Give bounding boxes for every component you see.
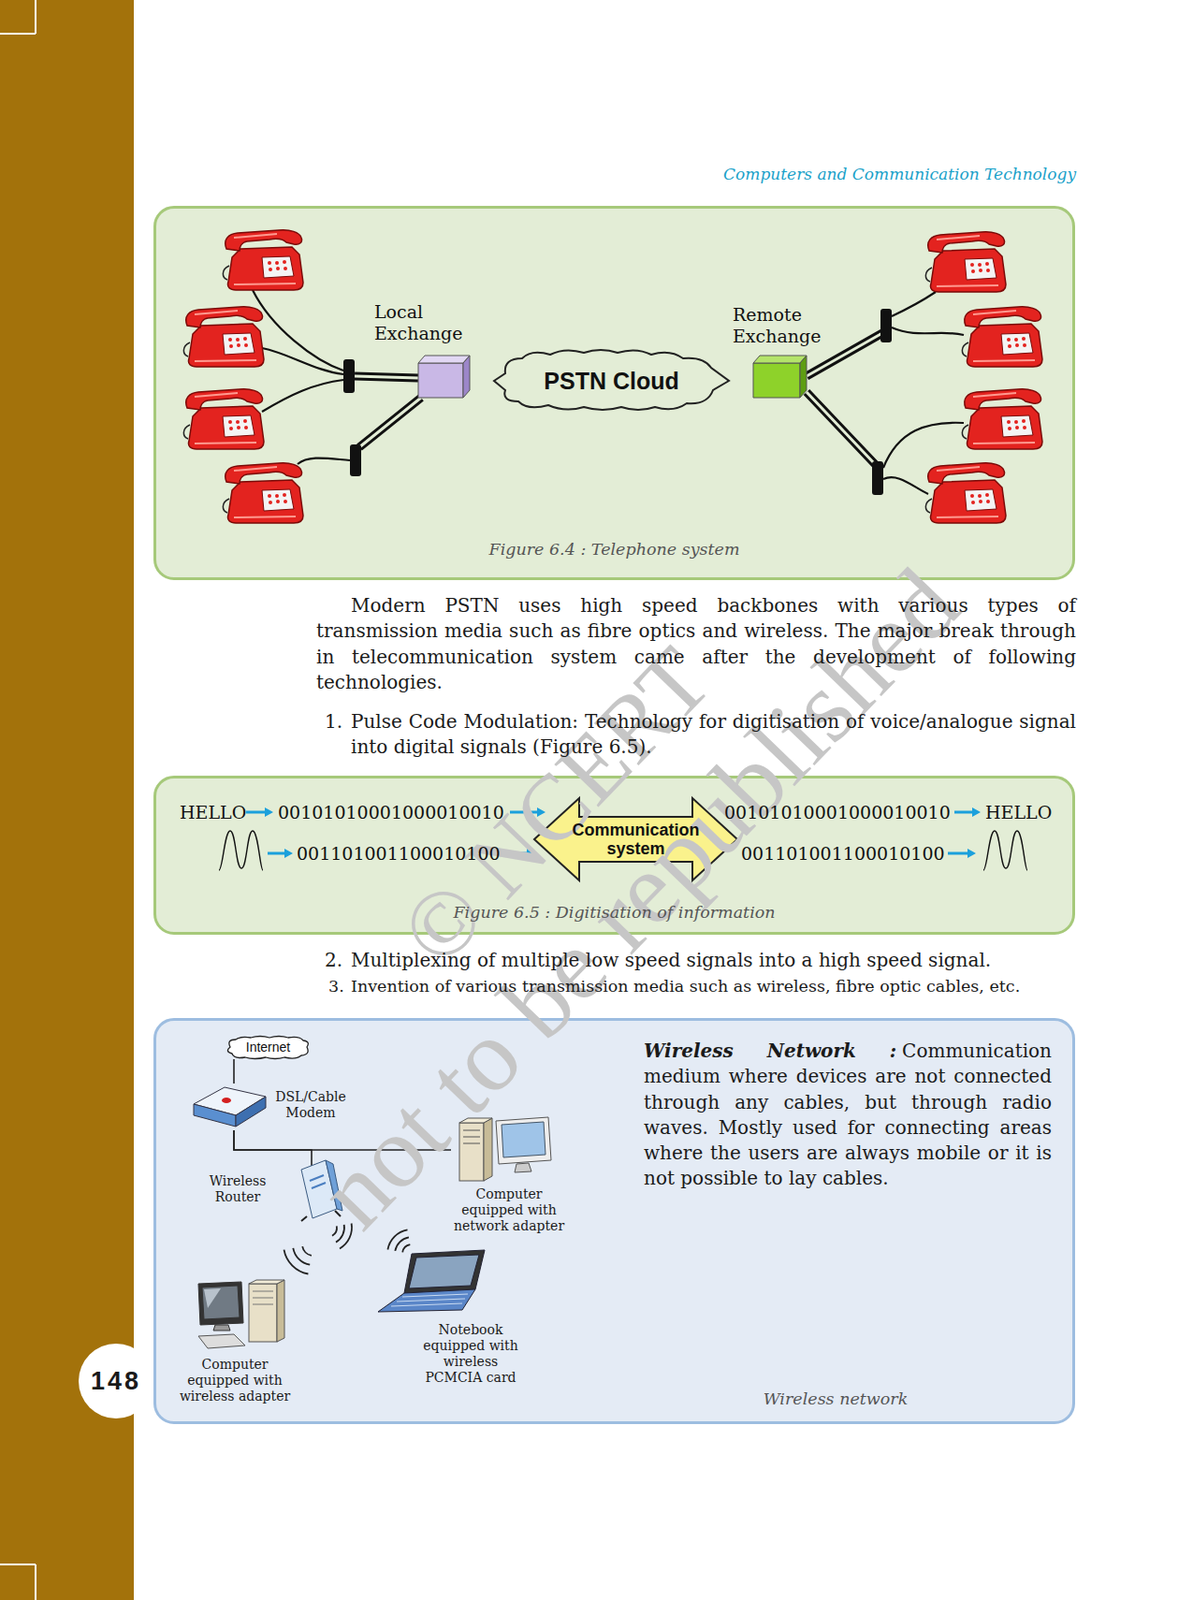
- crop-mark: [0, 0, 36, 1600]
- message-text: HELLO: [985, 800, 1052, 824]
- analogue-wave: [218, 830, 1028, 871]
- definition-term: Wireless Network :: [643, 1039, 897, 1063]
- junction-box: [343, 308, 892, 495]
- binary-code: 001101001100010100: [296, 842, 501, 865]
- device-label: Computer equipped with network adapter: [451, 1186, 568, 1235]
- list-number: 3.: [328, 974, 345, 998]
- exchange-cube: [753, 355, 807, 398]
- router-icon: [301, 1152, 343, 1222]
- exchange-cube: [418, 355, 470, 398]
- list-number: 2.: [324, 947, 343, 974]
- node-outline-path: [534, 798, 738, 881]
- desktop-computer-icon: [459, 1117, 552, 1181]
- trunk-lines: [354, 333, 883, 466]
- device-label: DSL/Cable Modem: [269, 1089, 352, 1121]
- telephone-icon: [961, 306, 1043, 367]
- list-item: Pulse Code Modulation: Technology for di…: [350, 709, 1077, 761]
- device-label: Notebook equipped with wireless PCMCIA c…: [419, 1322, 523, 1386]
- box-label: Communication system: [567, 820, 704, 859]
- internet-cloud: Internet: [224, 1035, 312, 1060]
- running-header: Computers and Communication Technology: [723, 162, 1077, 186]
- radio-waves: [284, 1223, 411, 1275]
- list-item: Invention of various transmission media …: [350, 974, 1077, 998]
- binary-code: 00101010001000010010: [277, 800, 505, 824]
- binary-code: 00101010001000010010: [724, 800, 951, 824]
- telephone-icon: [925, 232, 1006, 292]
- figure-caption: Figure 6.4 : Telephone system: [156, 538, 1073, 561]
- telephone-icon: [222, 230, 304, 291]
- exchange-label: Remote Exchange: [732, 304, 834, 348]
- telephone-icon: [222, 463, 304, 524]
- exchange-label: Local Exchange: [374, 301, 472, 345]
- telephone-icon: [961, 389, 1043, 450]
- modem-icon: [193, 1087, 266, 1127]
- figure-caption: Wireless network: [717, 1387, 954, 1411]
- pstn-cloud: PSTN Cloud: [490, 347, 733, 414]
- list-item: Multiplexing of multiple low speed signa…: [350, 947, 1077, 974]
- page-number-circle: 148: [78, 1343, 154, 1419]
- network-cable: [232, 1059, 235, 1084]
- telephone-icon: [183, 389, 264, 450]
- definition-text: Communication medium where devices are n…: [643, 1039, 1052, 1190]
- telephone-icons: [183, 230, 1043, 524]
- network-cable: [233, 1130, 452, 1150]
- message-text: HELLO: [179, 800, 247, 824]
- cloud-label: Internet: [224, 1039, 312, 1056]
- device-label: Wireless Router: [202, 1173, 274, 1206]
- definition-paragraph: Wireless Network :Communication medium w…: [643, 1038, 1052, 1193]
- info-panel: Wireless Network :Communication medium w…: [153, 1018, 1076, 1425]
- page-number: 148: [78, 1366, 154, 1397]
- telephone-icon: [925, 463, 1006, 524]
- body-paragraph: Modern PSTN uses high speed backbones wi…: [316, 593, 1077, 696]
- cloud-label: PSTN Cloud: [490, 366, 733, 395]
- device-label: Computer equipped with wireless adapter: [175, 1356, 294, 1405]
- figure-caption: Figure 6.5 : Digitisation of information: [156, 901, 1073, 924]
- notebook-icon: [378, 1250, 485, 1312]
- telephone-icon: [183, 306, 264, 367]
- binary-code: 001101001100010100: [741, 842, 946, 865]
- list-number: 1.: [324, 709, 343, 735]
- desktop-computer-icon: [198, 1280, 285, 1349]
- telephone-wires: [252, 290, 964, 495]
